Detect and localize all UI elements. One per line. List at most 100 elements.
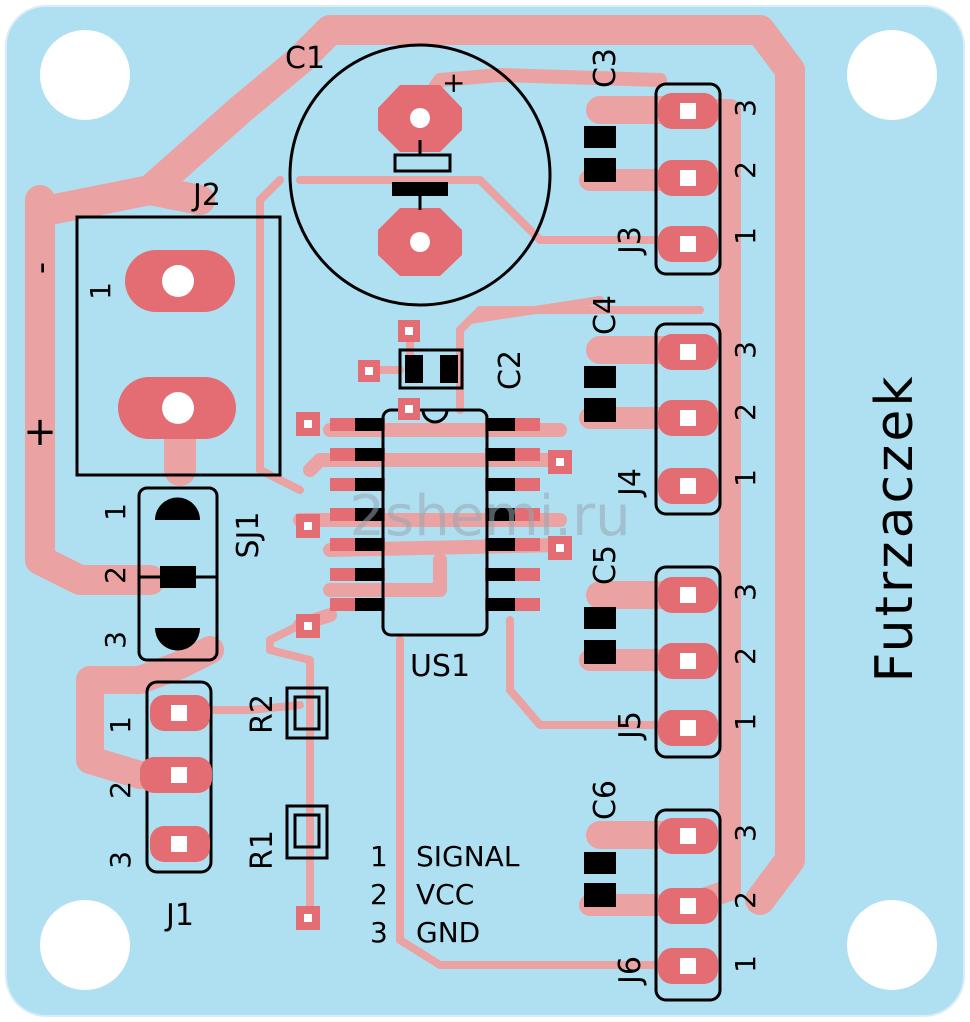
connector-j4: J4 3 2 1 (613, 322, 762, 516)
r2-inner (293, 695, 321, 731)
ic-us1: US1 (330, 408, 540, 684)
pad-hole (162, 265, 194, 297)
capacitor-c6: C6 (584, 780, 623, 907)
r1-body (285, 804, 329, 860)
j3-pin-2: 2 (729, 161, 762, 179)
jumper-sj1: SJ1 1 2 3 (99, 486, 266, 662)
connector-j2: J2 - + 1 (21, 178, 282, 477)
j6-outline (654, 808, 722, 1002)
us1-pin-marks (355, 418, 515, 611)
pad-hole (410, 232, 430, 252)
us1-notch (421, 409, 449, 424)
c2-pad (405, 355, 423, 383)
pad-hole (162, 392, 194, 424)
j2-minus-sign: - (21, 262, 61, 274)
connector-j6: J6 3 2 1 (613, 808, 762, 1002)
via-pads (296, 320, 572, 930)
r1-label: R1 (245, 830, 280, 870)
resistor-r1: R1 (245, 804, 329, 870)
resistor-r2: R2 (245, 686, 329, 740)
us1-body (381, 408, 489, 637)
sj1-pin-2: 2 (99, 566, 132, 584)
j3-label: J3 (613, 226, 648, 256)
c6-pad (584, 883, 616, 907)
us1-label: US1 (410, 649, 470, 684)
j2-plus-sign: + (23, 409, 57, 455)
c1-plate-plus (393, 153, 452, 173)
j2-label: J2 (191, 178, 221, 213)
c5-pad (584, 607, 616, 629)
j6-pin-2: 2 (729, 891, 762, 909)
capacitor-c1: C1 + (285, 41, 552, 307)
sj1-label: SJ1 (231, 512, 266, 559)
sj1-pad-3 (155, 628, 200, 651)
c4-pad (584, 398, 616, 422)
j5-pin-2: 2 (729, 647, 762, 665)
j5-pin-1: 1 (729, 713, 762, 731)
c1-plus-sign: + (442, 66, 465, 99)
c1-plate-minus (392, 182, 448, 196)
r2-label: R2 (245, 694, 280, 734)
legend-num-2: 2 (370, 878, 388, 911)
capacitor-c3: C3 (584, 48, 623, 182)
c3-pad (584, 158, 616, 182)
r2-body (285, 686, 329, 740)
r1-inner (293, 813, 321, 849)
j1-pin-3: 3 (104, 851, 137, 869)
j5-pin-3: 3 (729, 583, 762, 601)
c1-outline (288, 43, 552, 307)
j6-label: J6 (613, 956, 648, 986)
j4-pin-3: 3 (729, 341, 762, 359)
c4-label: C4 (588, 295, 623, 335)
c2-outline (398, 348, 464, 390)
c4-pad (584, 366, 616, 388)
j2-outline (75, 215, 282, 477)
connector-j1: J1 1 2 3 (104, 680, 213, 933)
legend-text-2: VCC (416, 878, 474, 911)
sj1-outline (137, 486, 219, 662)
c6-pad (584, 852, 616, 874)
j3-pin-3: 3 (729, 99, 762, 117)
j6-pin-1: 1 (729, 955, 762, 973)
j4-pin-1: 1 (729, 469, 762, 487)
watermark: 2shemi.ru (349, 484, 630, 549)
connector-j3: J3 3 2 1 (613, 82, 762, 276)
j5-label: J5 (613, 711, 648, 741)
c2-pad (440, 355, 458, 383)
pad-hole (410, 108, 430, 128)
j3-pin-1: 1 (729, 227, 762, 245)
mounting-hole (40, 30, 130, 120)
capacitor-c5: C5 (584, 545, 623, 664)
sj1-pin-1: 1 (99, 503, 132, 521)
pad-hole-sq (171, 705, 187, 721)
c6-label: C6 (588, 780, 623, 820)
capacitor-c4: C4 (584, 295, 623, 422)
legend-text-3: GND (416, 916, 480, 949)
j1-label: J1 (164, 898, 194, 933)
c5-pad (584, 640, 616, 664)
j1-pin-1: 1 (104, 716, 137, 734)
c5-label: C5 (588, 545, 623, 585)
j2-pin-number: 1 (84, 282, 117, 300)
sj1-pin-3: 3 (99, 631, 132, 649)
j3-outline (654, 82, 722, 276)
c3-label: C3 (588, 48, 623, 88)
legend-num-3: 3 (370, 916, 388, 949)
c1-label: C1 (285, 41, 325, 76)
pin-legend: 1 SIGNAL 2 VCC 3 GND (370, 840, 520, 949)
pad-hole-sq (171, 836, 187, 852)
capacitor-c2: C2 (398, 348, 528, 390)
legend-text-1: SIGNAL (416, 840, 520, 873)
c2-label: C2 (493, 350, 528, 390)
connector-j5: J5 3 2 1 (613, 565, 762, 759)
board-title: Futrzaczek (865, 374, 925, 683)
j4-outline (654, 322, 722, 516)
j4-pin-2: 2 (729, 403, 762, 421)
j5-outline (654, 565, 722, 759)
j6-pin-3: 3 (729, 824, 762, 842)
mounting-hole (847, 900, 937, 990)
mounting-hole (847, 30, 937, 120)
legend-num-1: 1 (370, 840, 388, 873)
pad-hole-sq (171, 767, 187, 783)
